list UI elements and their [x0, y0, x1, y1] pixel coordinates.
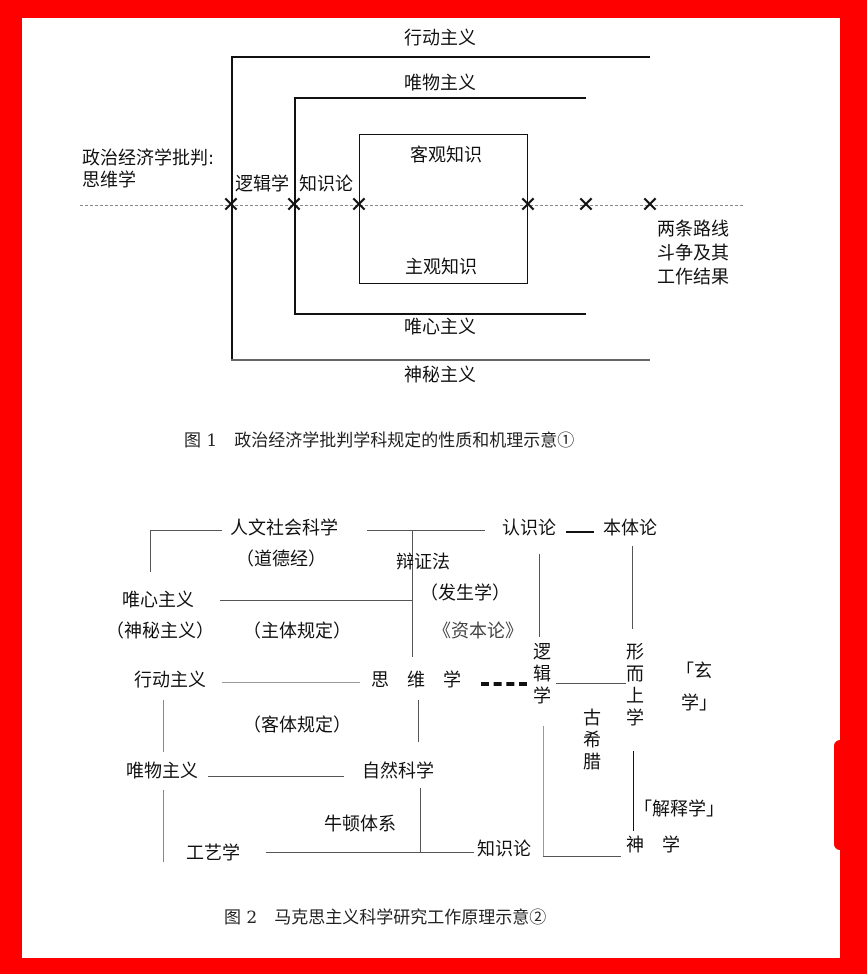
label-subjective-knowledge: 主观知识 — [405, 257, 477, 278]
line — [632, 546, 634, 629]
node-dialectics: 辩证法 — [396, 552, 450, 573]
line — [543, 726, 545, 856]
outer-box-bottom-line — [231, 359, 650, 361]
node-daodejing: （道德经） — [236, 549, 326, 570]
line — [208, 776, 344, 778]
inner-box — [359, 134, 528, 284]
label-activism: 行动主义 — [404, 28, 476, 49]
line — [150, 530, 152, 572]
middle-box-bottom-line — [294, 313, 586, 315]
middle-box-top-line — [294, 97, 586, 99]
dotted-link — [481, 682, 527, 686]
label-two-lines-1: 两条路线 — [657, 219, 729, 240]
figure-1-caption: 图 1 政治经济学批判学科规定的性质和机理示意① — [184, 431, 575, 451]
page — [22, 18, 840, 958]
node-natural-science: 自然科学 — [362, 761, 434, 782]
label-mysticism: 神秘主义 — [404, 365, 476, 386]
label-noetics: 思维学 — [82, 170, 136, 191]
figure-2-caption: 图 2 马克思主义科学研究工作原理示意② — [224, 908, 547, 928]
line — [633, 751, 635, 831]
node-xuanxue-2: 学」 — [681, 693, 717, 714]
line — [367, 530, 485, 532]
label-idealism: 唯心主义 — [404, 317, 476, 338]
label-two-lines-2: 斗争及其 — [657, 243, 729, 264]
marker-x-icon: ✕ — [349, 193, 369, 218]
marker-x-icon: ✕ — [284, 193, 304, 218]
outer-box-top-line — [231, 56, 650, 58]
node-mysticism: （神秘主义） — [106, 621, 214, 642]
outer-box-left-line — [231, 56, 233, 359]
node-knowledge-theory: 知识论 — [477, 839, 531, 860]
line — [163, 790, 165, 862]
label-materialism: 唯物主义 — [404, 73, 476, 94]
node-xuanxue-1: 「玄 — [676, 661, 712, 682]
line — [418, 700, 420, 742]
node-epistemology: 认识论 — [502, 518, 556, 539]
node-hermeneutics: 「解释学」 — [634, 799, 724, 820]
marker-x-icon: ✕ — [518, 193, 538, 218]
node-subject-def: （主体规定） — [243, 621, 351, 642]
node-object-def: （客体规定） — [243, 715, 351, 736]
node-technology: 工艺学 — [186, 843, 240, 864]
line — [556, 683, 626, 685]
line — [150, 530, 222, 532]
node-materialism: 唯物主义 — [126, 761, 198, 782]
marker-x-icon: ✕ — [576, 193, 596, 218]
line — [220, 600, 413, 602]
node-ontology: 本体论 — [603, 518, 657, 539]
node-humanities: 人文社会科学 — [230, 518, 338, 539]
label-political-economy-critique: 政治经济学批判: — [82, 148, 215, 169]
node-ancient-greece: 古希腊 — [583, 708, 601, 773]
node-theology: 神 学 — [626, 835, 680, 856]
line — [266, 852, 474, 854]
node-idealism: 唯心主义 — [122, 590, 194, 611]
marker-x-icon: ✕ — [640, 193, 660, 218]
node-genetics: （发生学） — [420, 583, 510, 604]
node-logic: 逻辑学 — [533, 642, 551, 707]
label-objective-knowledge: 客观知识 — [410, 145, 482, 166]
line — [566, 531, 594, 533]
node-activism: 行动主义 — [134, 670, 206, 691]
line — [412, 530, 414, 657]
node-newton: 牛顿体系 — [324, 814, 396, 835]
node-noetics: 思 维 学 — [371, 670, 461, 691]
line — [163, 700, 165, 752]
marker-x-icon: ✕ — [221, 193, 241, 218]
line — [539, 554, 541, 637]
line — [420, 788, 422, 852]
line — [543, 856, 621, 858]
red-mark — [834, 740, 846, 850]
label-two-lines-3: 工作结果 — [657, 267, 729, 288]
line — [222, 682, 360, 684]
node-metaphysics: 形而上学 — [626, 642, 644, 729]
node-capital: 《资本论》 — [433, 621, 523, 642]
label-knowledge-theory: 知识论 — [299, 174, 353, 195]
label-logic: 逻辑学 — [235, 174, 289, 195]
axis-dashed-line — [80, 205, 743, 206]
